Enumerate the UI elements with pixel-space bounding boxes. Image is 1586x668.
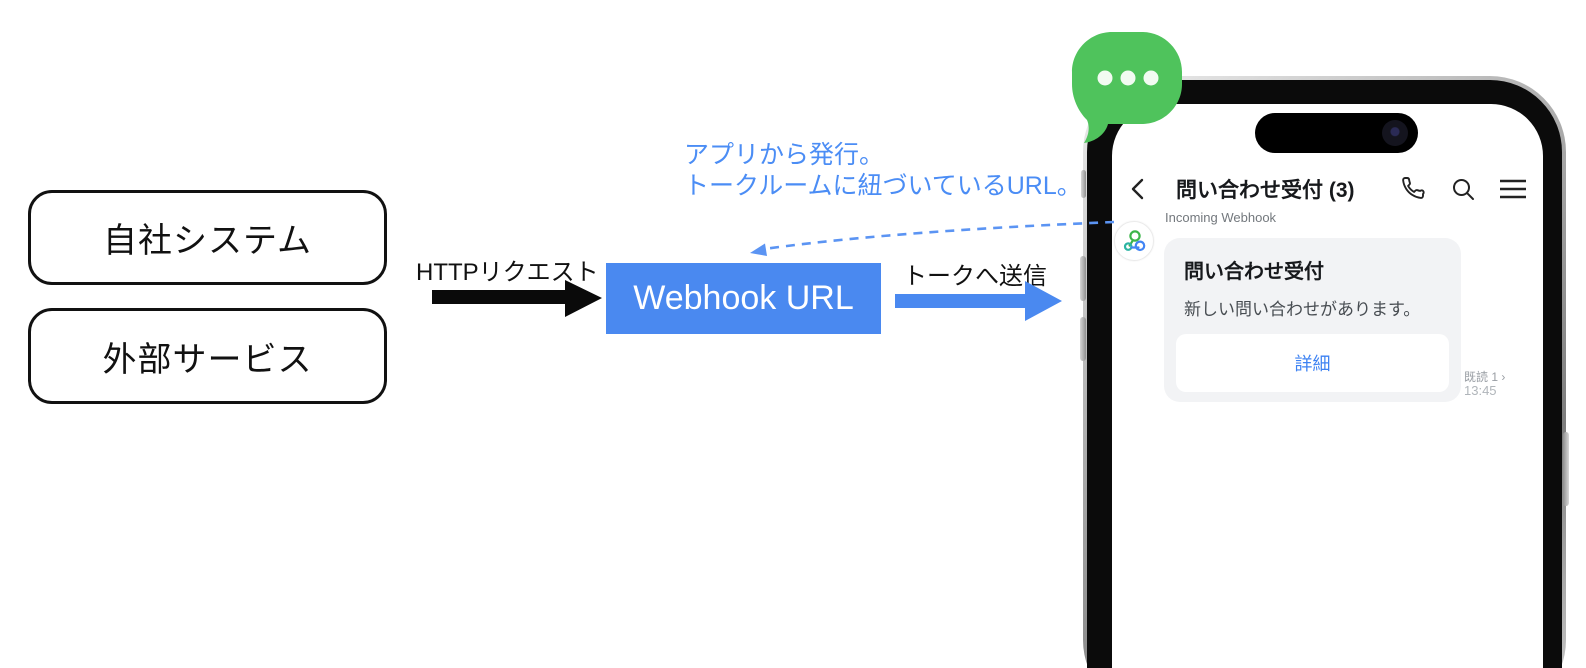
phone-volume-down-button: [1080, 317, 1086, 361]
hamburger-menu-icon[interactable]: [1500, 176, 1526, 202]
phone-mockup: 問い合わせ受付 (3): [1080, 76, 1569, 668]
phone-action-button: [1081, 170, 1086, 198]
message-card-title: 問い合わせ受付: [1184, 261, 1324, 283]
own-system-box: 自社システム: [28, 190, 387, 285]
annotation-note: アプリから発行。 トークルームに紐づいているURL。: [684, 140, 1082, 202]
message-timestamp: 13:45: [1464, 383, 1497, 398]
webhook-url-box: Webhook URL: [606, 263, 881, 334]
phone-call-icon[interactable]: [1400, 176, 1426, 202]
read-status[interactable]: 既読 1 ›: [1464, 370, 1506, 384]
search-icon[interactable]: [1450, 176, 1476, 202]
message-sender: Incoming Webhook: [1165, 210, 1277, 225]
annotation-line2: トークルームに紐づいているURL。: [684, 172, 1082, 200]
send-to-talk-label: トークへ送信: [903, 263, 1047, 290]
message-card-body: 新しい問い合わせがあります。: [1184, 300, 1421, 319]
webhook-url-label: Webhook URL: [633, 279, 854, 317]
phone-volume-up-button: [1080, 256, 1086, 301]
external-service-box: 外部サービス: [28, 308, 387, 404]
http-request-label: HTTPリクエスト: [416, 259, 599, 286]
detail-button[interactable]: 詳細: [1176, 334, 1449, 392]
issued-from-app-dashed-arrow: [763, 220, 1115, 251]
header-actions: [1400, 176, 1526, 202]
own-system-label: 自社システム: [103, 222, 312, 260]
chat-room-title: 問い合わせ受付 (3): [1176, 179, 1355, 202]
webhook-avatar-icon[interactable]: [1114, 221, 1154, 261]
message-meta: 既読 1 › 13:45: [1464, 370, 1505, 398]
green-chat-bubble-icon: [1072, 32, 1182, 143]
phone-screen: 問い合わせ受付 (3): [1112, 104, 1543, 668]
message-card: 問い合わせ受付 新しい問い合わせがあります。 詳細: [1164, 238, 1461, 402]
dynamic-island: [1255, 113, 1418, 153]
chat-header: 問い合わせ受付 (3): [1112, 170, 1543, 208]
phone-power-button: [1563, 432, 1569, 506]
back-chevron-icon[interactable]: [1124, 176, 1150, 202]
front-camera-icon: [1382, 120, 1408, 146]
external-service-label: 外部サービス: [102, 340, 313, 379]
annotation-line1: アプリから発行。: [684, 141, 885, 169]
dashed-arrowhead: [750, 243, 767, 256]
